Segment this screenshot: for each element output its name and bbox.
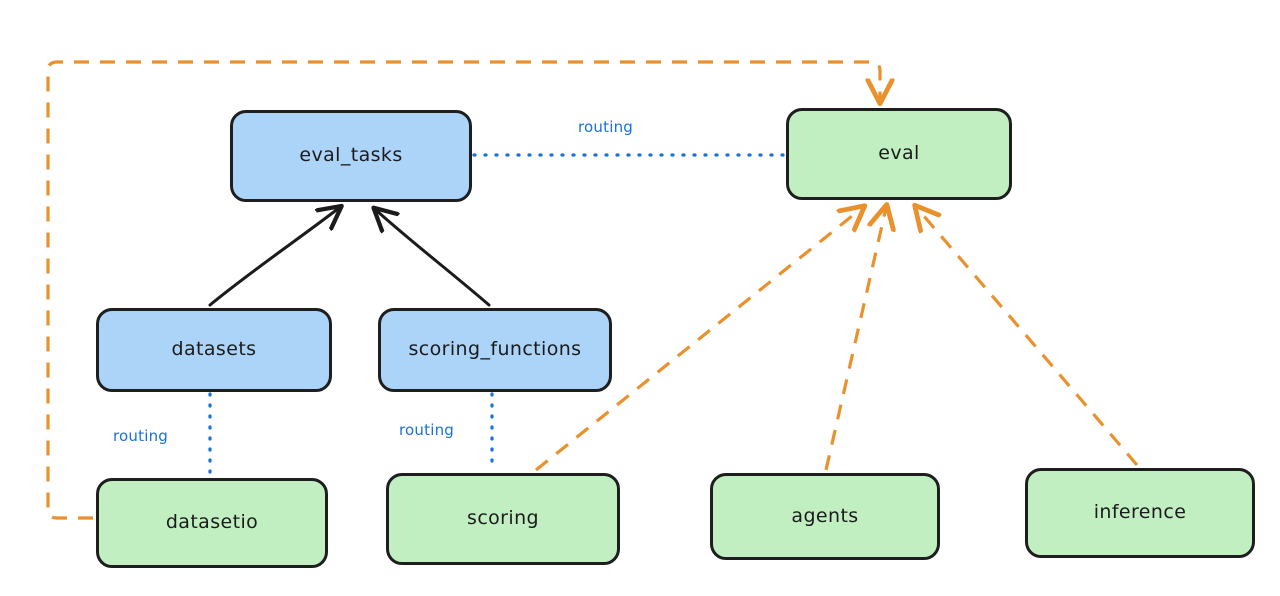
edge-datasetio-to-eval	[46, 60, 880, 520]
edge-scoring-to-eval	[534, 208, 862, 472]
node-scoring[interactable]: scoring	[386, 473, 620, 565]
edge-inference-to-eval	[917, 208, 1139, 467]
node-datasetio[interactable]: datasetio	[96, 478, 328, 568]
edge-agents-to-eval	[824, 208, 886, 471]
node-eval-tasks[interactable]: eval_tasks	[230, 110, 472, 202]
node-scoring-label: scoring	[467, 507, 539, 530]
node-scoring-functions-label: scoring_functions	[408, 338, 582, 361]
node-inference[interactable]: inference	[1025, 468, 1255, 558]
edge-label-routing-scoring-functions-scoring: routing	[399, 421, 454, 439]
node-agents[interactable]: agents	[710, 473, 940, 560]
node-eval[interactable]: eval	[786, 108, 1012, 200]
node-eval-label: eval	[878, 142, 920, 165]
node-datasets-label: datasets	[171, 338, 257, 361]
node-datasets[interactable]: datasets	[96, 308, 332, 392]
edge-label-routing-eval-tasks-eval: routing	[578, 118, 633, 136]
node-agents-label: agents	[791, 504, 859, 527]
node-inference-label: inference	[1093, 501, 1187, 524]
edge-label-routing-datasets-datasetio: routing	[113, 427, 168, 445]
edge-scoring_functions-to-eval_tasks	[376, 210, 491, 307]
node-eval-tasks-label: eval_tasks	[299, 144, 403, 167]
node-scoring-functions[interactable]: scoring_functions	[378, 308, 612, 392]
node-datasetio-label: datasetio	[165, 511, 259, 534]
edge-datasets-to-eval_tasks	[208, 208, 339, 307]
